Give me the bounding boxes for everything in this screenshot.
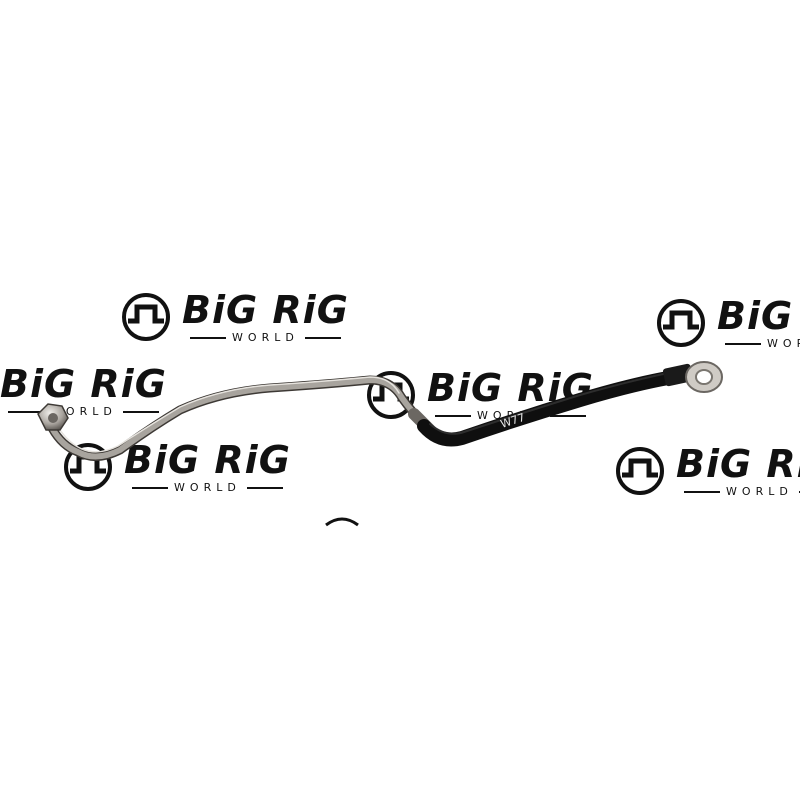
watermark-brand: BiG RiG [182,288,349,332]
big-rig-world-logo-icon [616,447,664,495]
watermark-brand: BiG RiG [717,294,800,338]
black-hose-highlight [429,372,669,435]
black-hose [417,367,695,447]
big-rig-world-logo-icon [122,293,170,341]
hex-nut-bore [48,413,58,423]
watermark-sub: WORLD [232,331,299,344]
watermark-brand: BiG RiG [124,438,291,482]
metal-tube-highlight [59,376,400,453]
metal-tube [49,376,427,460]
watermark-brand: BiG RiG [676,442,800,486]
big-rig-world-logo-icon [325,517,359,527]
watermark-sub: WORLD [767,337,800,350]
watermark-sub: WORLD [726,485,793,498]
watermark-logo: BiG RiG WORLD [120,290,349,344]
watermark-sub: WORLD [174,481,241,494]
banjo-eye-hole [695,369,713,385]
watermark-brand: BiG RiG [0,362,167,406]
watermark-logo: BiG RiG WORLD [614,444,800,498]
big-rig-world-logo-icon [657,299,705,347]
watermark-logo: BiG RiG WORLD [62,440,291,494]
watermark-logo: BiG RiG WORLD [0,364,167,418]
watermark-logo: BiG RiG WORLD [655,296,800,350]
